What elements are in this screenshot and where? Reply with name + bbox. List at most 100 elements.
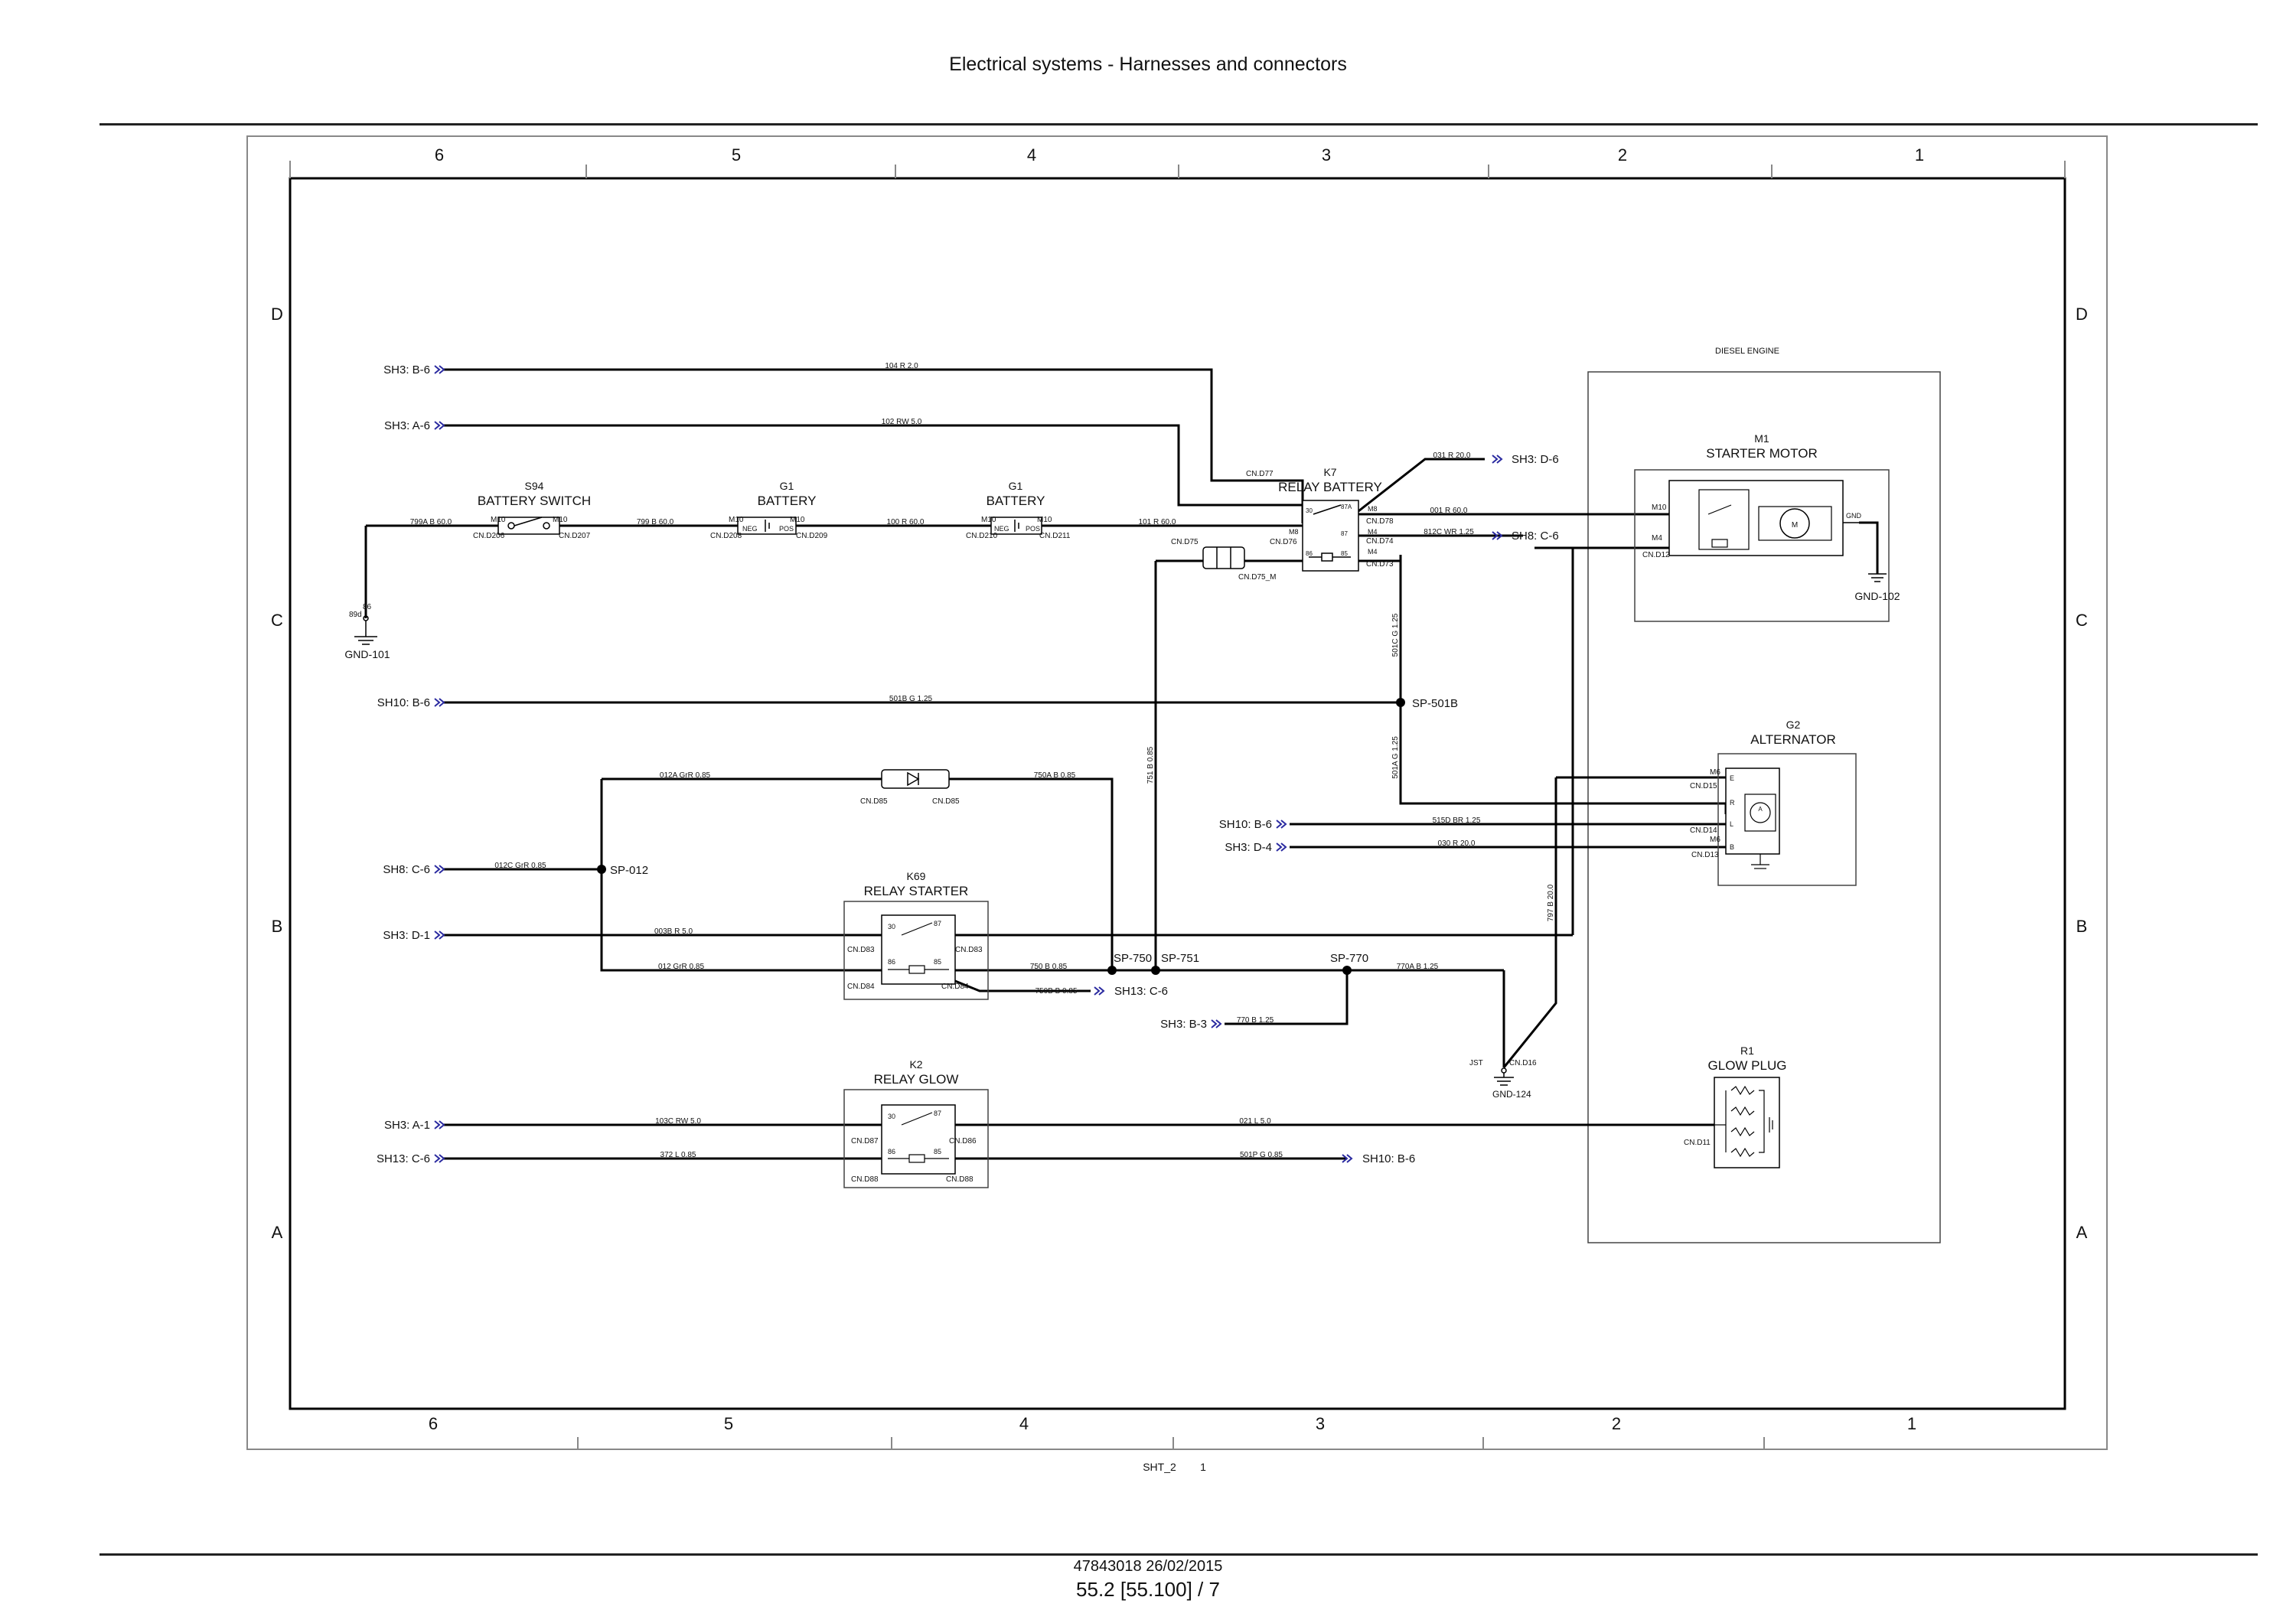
- connector-d75-m: CN.D75_M: [1238, 573, 1276, 582]
- grid-col-6-top: 6: [435, 145, 444, 165]
- g2-pin-m6-top: M6: [1710, 768, 1720, 777]
- page-number: 55.2 [55.100] / 7: [1076, 1578, 1220, 1601]
- starter-motor-m1: [1668, 480, 1887, 582]
- grid-col-1-bottom: 1: [1907, 1414, 1916, 1433]
- diode-d85: [881, 769, 950, 789]
- g2-pin-l: L: [1730, 820, 1733, 828]
- ref-sh8-c6-left: SH8: C-6: [383, 863, 430, 876]
- k2-pin-85: 85: [934, 1148, 941, 1155]
- g1a-id: G1: [780, 480, 794, 492]
- splice-sp012: [597, 865, 606, 874]
- splice-label-sp012: SP-012: [610, 864, 648, 877]
- splice-label-sp750: SP-750: [1114, 952, 1152, 965]
- diesel-engine-label: DIESEL ENGINE: [1715, 347, 1779, 356]
- k2-pin-86: 86: [888, 1148, 895, 1155]
- splice-sp770: [1342, 966, 1352, 975]
- wire-102: 102 RW 5.0: [882, 418, 922, 426]
- wire-021: 021 L 5.0: [1239, 1117, 1271, 1126]
- r1-id: R1: [1740, 1045, 1754, 1057]
- sheet-label: SHT_2: [1143, 1461, 1176, 1473]
- wire-104: 104 R 2.0: [885, 362, 918, 370]
- inner-frame: [289, 177, 2066, 1410]
- m1-name: STARTER MOTOR: [1706, 446, 1817, 461]
- wire-100: 100 R 60.0: [887, 518, 925, 526]
- connector-d86: CN.D86: [949, 1137, 977, 1146]
- g1b-pos: POS: [1026, 525, 1040, 533]
- splice-label-sp751: SP-751: [1161, 952, 1199, 965]
- relay-glow-k2: [843, 1089, 989, 1188]
- ref-sh3-d4: SH3: D-4: [1225, 841, 1272, 854]
- ref-sh3-d6: SH3: D-6: [1512, 453, 1559, 466]
- s94-name: BATTERY SWITCH: [478, 494, 591, 508]
- wire-751: 751 B 0.85: [1146, 746, 1155, 784]
- connector-d76: CN.D76: [1270, 538, 1297, 546]
- connector-d88-left: CN.D88: [851, 1175, 879, 1184]
- g1a-pin-m10-left: M10: [729, 516, 744, 524]
- connector-d87: CN.D87: [851, 1137, 879, 1146]
- ref-sh3-a6: SH3: A-6: [384, 419, 430, 432]
- grid-row-a-right: A: [2076, 1223, 2088, 1242]
- grid-row-c-left: C: [271, 611, 283, 630]
- s94-pin-m10-right: M10: [553, 516, 568, 524]
- gnd-124-symbol: [1494, 1067, 1514, 1086]
- pin-jst: JST: [1469, 1059, 1483, 1067]
- connector-d75: CN.D75: [1171, 538, 1199, 546]
- diesel-engine-box: [1587, 371, 1941, 1243]
- relay-starter-k69: [843, 901, 989, 1000]
- wire-750a: 750A B 0.85: [1034, 771, 1076, 780]
- connector-d84-left: CN.D84: [847, 983, 875, 991]
- grid-row-a-left: A: [272, 1223, 283, 1242]
- wire-103c: 103C RW 5.0: [655, 1117, 701, 1126]
- ref-sh13-c6-right: SH13: C-6: [1114, 985, 1168, 998]
- ref-sh3-b6: SH3: B-6: [383, 363, 430, 376]
- page-title: Electrical systems - Harnesses and conne…: [949, 54, 1347, 75]
- connector-d78: CN.D78: [1366, 517, 1394, 526]
- connector-d13: CN.D13: [1691, 851, 1719, 859]
- wire-515d: 515D BR 1.25: [1433, 816, 1481, 825]
- ref-sh10-b6-alt: SH10: B-6: [1219, 818, 1272, 831]
- wire-770: 770 B 1.25: [1237, 1016, 1274, 1025]
- s94-pin-m10-left: M10: [491, 516, 506, 524]
- k7-id: K7: [1323, 466, 1336, 478]
- k69-pin-85: 85: [934, 958, 941, 966]
- battery-g1-a: [737, 517, 797, 535]
- connector-d75-block: [1202, 546, 1245, 569]
- k69-pin-30: 30: [888, 923, 895, 930]
- splice-sp750: [1107, 966, 1117, 975]
- connector-d73: CN.D73: [1366, 560, 1394, 569]
- connector-d11: CN.D11: [1684, 1139, 1711, 1147]
- connector-d210: CN.D210: [966, 532, 998, 540]
- k2-name: RELAY GLOW: [874, 1072, 959, 1087]
- connector-d74: CN.D74: [1366, 537, 1394, 546]
- starter-motor-m1-box: [1634, 469, 1890, 622]
- pin-89d: 89d: [349, 611, 362, 619]
- gnd-101-symbol: [354, 615, 377, 645]
- g2-pin-e: E: [1730, 774, 1734, 782]
- ref-sh3-a1: SH3: A-1: [384, 1119, 430, 1132]
- connector-d77: CN.D77: [1246, 470, 1274, 478]
- wires: [364, 368, 1879, 1160]
- footer-rule: [99, 1553, 2258, 1556]
- r1-name: GLOW PLUG: [1708, 1058, 1787, 1073]
- grid-col-5-top: 5: [732, 145, 741, 165]
- wire-797: 797 B 20.0: [1547, 884, 1555, 921]
- ref-sh3-d1: SH3: D-1: [383, 929, 430, 942]
- wire-501b: 501B G 1.25: [889, 695, 933, 703]
- wire-012a: 012A GrR 0.85: [660, 771, 711, 780]
- wire-799: 799 B 60.0: [637, 518, 674, 526]
- connector-d12: CN.D12: [1642, 551, 1670, 559]
- g2-pin-b: B: [1730, 843, 1734, 851]
- connector-d209: CN.D209: [796, 532, 828, 540]
- grid-col-6-bottom: 6: [429, 1414, 438, 1433]
- grid-col-2-top: 2: [1618, 145, 1627, 165]
- m1-id: M1: [1754, 432, 1769, 445]
- wire-003b: 003B R 5.0: [654, 927, 693, 936]
- connector-d83-right: CN.D83: [955, 946, 983, 954]
- ref-sh13-c6-left: SH13: C-6: [377, 1152, 430, 1165]
- k2-pin-30: 30: [888, 1113, 895, 1120]
- grid-row-b-right: B: [2076, 917, 2088, 936]
- grid-col-1-top: 1: [1915, 145, 1924, 165]
- connector-d85-left: CN.D85: [860, 797, 888, 806]
- s94-id: S94: [525, 480, 544, 492]
- m1-pin-gnd: GND: [1846, 512, 1862, 520]
